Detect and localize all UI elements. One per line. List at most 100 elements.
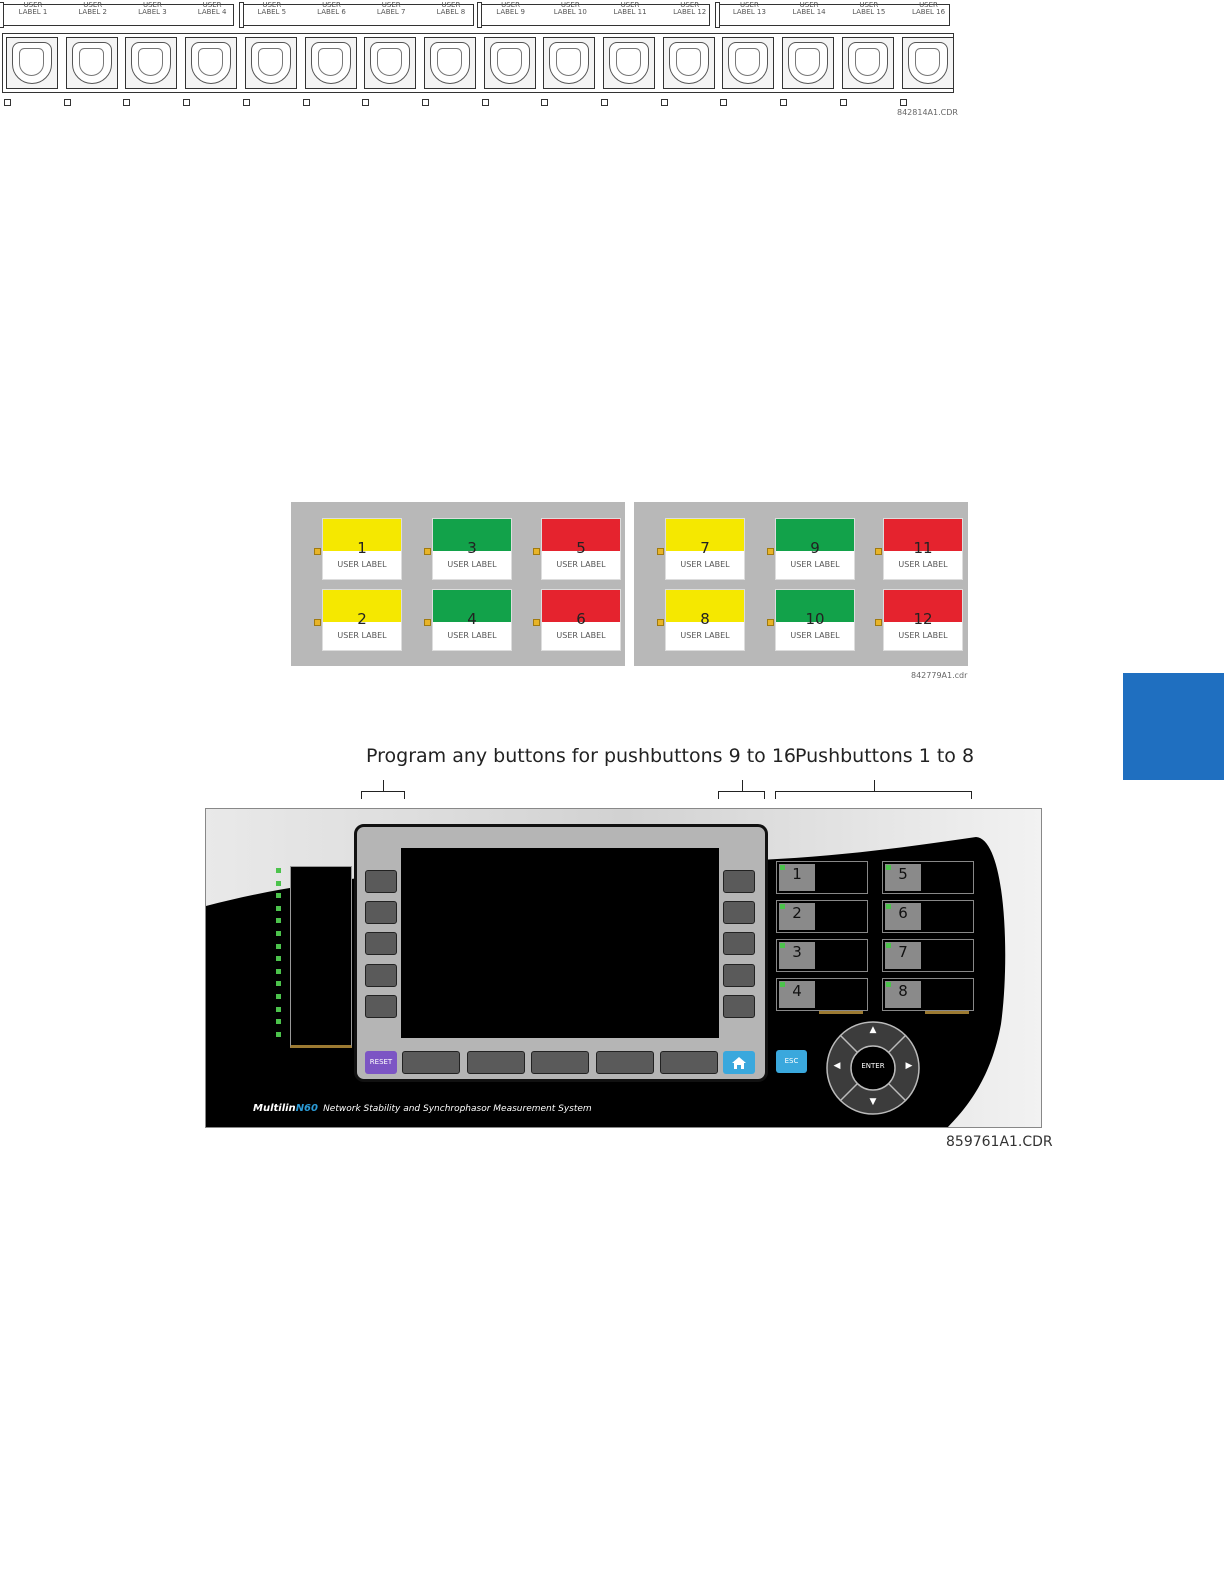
pushbutton-led xyxy=(886,943,891,948)
label-strip-1 xyxy=(819,1011,863,1014)
pushbutton-number: 11 xyxy=(913,539,933,557)
bottom-soft-key-2[interactable] xyxy=(467,1051,525,1074)
pushbutton-led-16 xyxy=(899,99,907,106)
user-label-7: USER LABEL 7 xyxy=(376,1,406,16)
pushbutton-number: 1 xyxy=(357,539,367,557)
esc-button[interactable]: ESC xyxy=(776,1050,807,1073)
right-soft-key-1[interactable] xyxy=(723,870,755,893)
user-label: USER LABEL xyxy=(337,560,387,569)
user-pushbutton-9[interactable] xyxy=(483,37,536,89)
down-arrow-icon[interactable]: ▼ xyxy=(869,1097,877,1107)
user-pushbutton-3[interactable] xyxy=(125,37,178,89)
pushbutton-number: 12 xyxy=(913,610,933,628)
left-soft-key-5[interactable] xyxy=(365,995,397,1018)
bottom-soft-key-4[interactable] xyxy=(596,1051,654,1074)
status-led xyxy=(276,994,281,999)
user-pushbutton-1[interactable] xyxy=(6,37,58,89)
user-pushbutton-11[interactable] xyxy=(603,37,655,89)
front-pushbutton-5[interactable]: 5 xyxy=(882,861,974,894)
right-soft-key-2[interactable] xyxy=(723,901,755,924)
user-pushbutton-16[interactable] xyxy=(901,37,954,89)
pushbutton-led-13 xyxy=(720,99,728,106)
user-label-3: USER LABEL 3 xyxy=(138,1,167,16)
user-label-13: USER LABEL 13 xyxy=(732,1,766,16)
pushbutton-number: 3 xyxy=(467,539,477,557)
enter-button[interactable]: ENTER xyxy=(861,1062,885,1070)
pushbutton-number: 6 xyxy=(576,610,586,628)
home-button[interactable] xyxy=(723,1051,755,1074)
user-pushbutton-15[interactable] xyxy=(841,37,894,89)
user-pushbutton-4[interactable] xyxy=(185,37,238,89)
user-label-11: USER LABEL 11 xyxy=(613,1,647,16)
status-led xyxy=(276,918,281,924)
figure-code: 842779A1.cdr xyxy=(911,671,968,680)
product-name: Network Stability and Synchrophasor Meas… xyxy=(323,1104,592,1114)
bracket-middle xyxy=(718,780,765,799)
bottom-soft-key-1[interactable] xyxy=(402,1051,460,1074)
right-soft-key-5[interactable] xyxy=(723,995,755,1018)
status-led xyxy=(314,619,321,626)
pushbutton-led-11 xyxy=(601,99,608,106)
user-pushbutton-2[interactable] xyxy=(65,37,118,89)
front-pushbutton-8[interactable]: 8 xyxy=(882,978,974,1011)
user-label: USER LABEL xyxy=(898,631,948,640)
reset-button[interactable]: RESET xyxy=(365,1051,397,1074)
pushbutton-number: 3 xyxy=(792,943,802,961)
color-bar xyxy=(542,519,620,551)
left-soft-key-4[interactable] xyxy=(365,964,397,987)
user-pushbutton-8[interactable] xyxy=(423,37,476,89)
right-soft-key-4[interactable] xyxy=(723,964,755,987)
color-bar xyxy=(433,519,511,551)
user-label-4: USER LABEL 4 xyxy=(197,1,227,16)
user-pushbutton-5[interactable] xyxy=(244,37,297,89)
bottom-soft-key-3[interactable] xyxy=(531,1051,589,1074)
bottom-soft-key-5[interactable] xyxy=(660,1051,718,1074)
status-led xyxy=(314,548,321,555)
user-pushbutton-7[interactable] xyxy=(364,37,417,89)
pushbutton-led xyxy=(780,865,785,870)
user-pushbutton-14[interactable] xyxy=(782,37,835,89)
user-label: USER LABEL xyxy=(680,560,730,569)
left-soft-key-3[interactable] xyxy=(365,932,397,955)
home-icon xyxy=(732,1057,746,1069)
front-pushbutton-1[interactable]: 1 xyxy=(776,861,868,894)
user-label-10: USER LABEL 10 xyxy=(553,1,587,16)
pushbutton-led-1 xyxy=(4,99,11,106)
color-bar xyxy=(666,519,744,551)
right-arrow-icon[interactable]: ▶ xyxy=(905,1061,913,1071)
front-pushbutton-4[interactable]: 4 xyxy=(776,978,868,1011)
user-pushbutton-13[interactable] xyxy=(722,37,775,89)
label-group-3 xyxy=(477,2,710,28)
up-arrow-icon[interactable]: ▲ xyxy=(869,1025,877,1035)
user-pushbutton-12[interactable] xyxy=(662,37,715,89)
color-bar xyxy=(776,519,854,551)
left-soft-key-2[interactable] xyxy=(365,901,397,924)
led-label-window xyxy=(290,866,352,1048)
user-pushbutton-6[interactable] xyxy=(304,37,357,89)
user-pushbutton-10[interactable] xyxy=(543,37,596,89)
user-label: USER LABEL xyxy=(680,631,730,640)
left-soft-key-1[interactable] xyxy=(365,870,397,893)
front-pushbutton-3[interactable]: 3 xyxy=(776,939,868,972)
status-led xyxy=(424,619,431,626)
pushbutton-number: 2 xyxy=(792,904,802,922)
caption-pushbuttons-1-8: Pushbuttons 1 to 8 xyxy=(795,745,975,767)
front-pushbutton-2[interactable]: 2 xyxy=(776,900,868,933)
front-pushbutton-6[interactable]: 6 xyxy=(882,900,974,933)
right-soft-key-3[interactable] xyxy=(723,932,755,955)
left-arrow-icon[interactable]: ◀ xyxy=(833,1061,841,1071)
pushbutton-number: 1 xyxy=(792,865,802,883)
front-pushbutton-7[interactable]: 7 xyxy=(882,939,974,972)
